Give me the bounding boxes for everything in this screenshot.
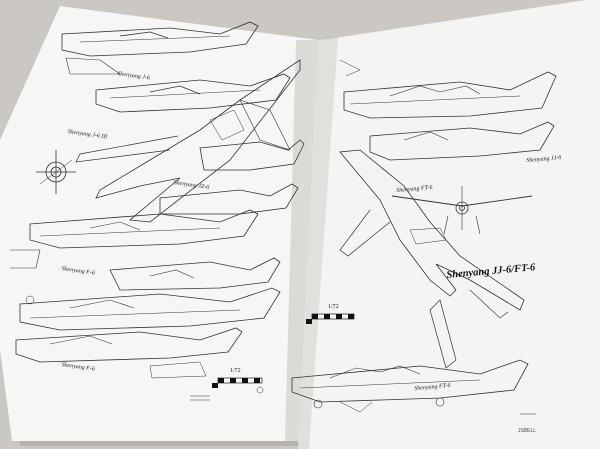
aircraft-side-view-3 <box>159 139 305 215</box>
aircraft-side-view-7 <box>15 327 243 379</box>
ft6-side-view <box>291 359 529 413</box>
ft6-front-view <box>391 186 533 235</box>
aircraft-side-view-6 <box>19 287 281 331</box>
left-scale-bar <box>212 377 263 388</box>
left-aircraft-drawings <box>10 21 305 401</box>
aircraft-top-view <box>75 59 301 223</box>
aircraft-side-view-4 <box>10 209 259 269</box>
left-scale-label: 1/72 <box>230 368 241 374</box>
jj6-side-view-2 <box>369 121 555 161</box>
right-aircraft-drawings <box>291 59 557 415</box>
right-scale-label: 1/72 <box>328 304 339 310</box>
aircraft-side-view-2 <box>95 73 291 113</box>
right-page <box>298 0 600 449</box>
aircraft-front-view <box>36 150 76 194</box>
ft6-top-view <box>339 149 525 369</box>
artist-signature: JSBELL <box>518 428 537 434</box>
right-scale-bar <box>306 313 355 324</box>
jj6-side-view <box>339 59 557 119</box>
aircraft-side-view-1 <box>61 21 259 75</box>
aircraft-side-view-5 <box>109 257 281 291</box>
left-page <box>0 6 321 446</box>
